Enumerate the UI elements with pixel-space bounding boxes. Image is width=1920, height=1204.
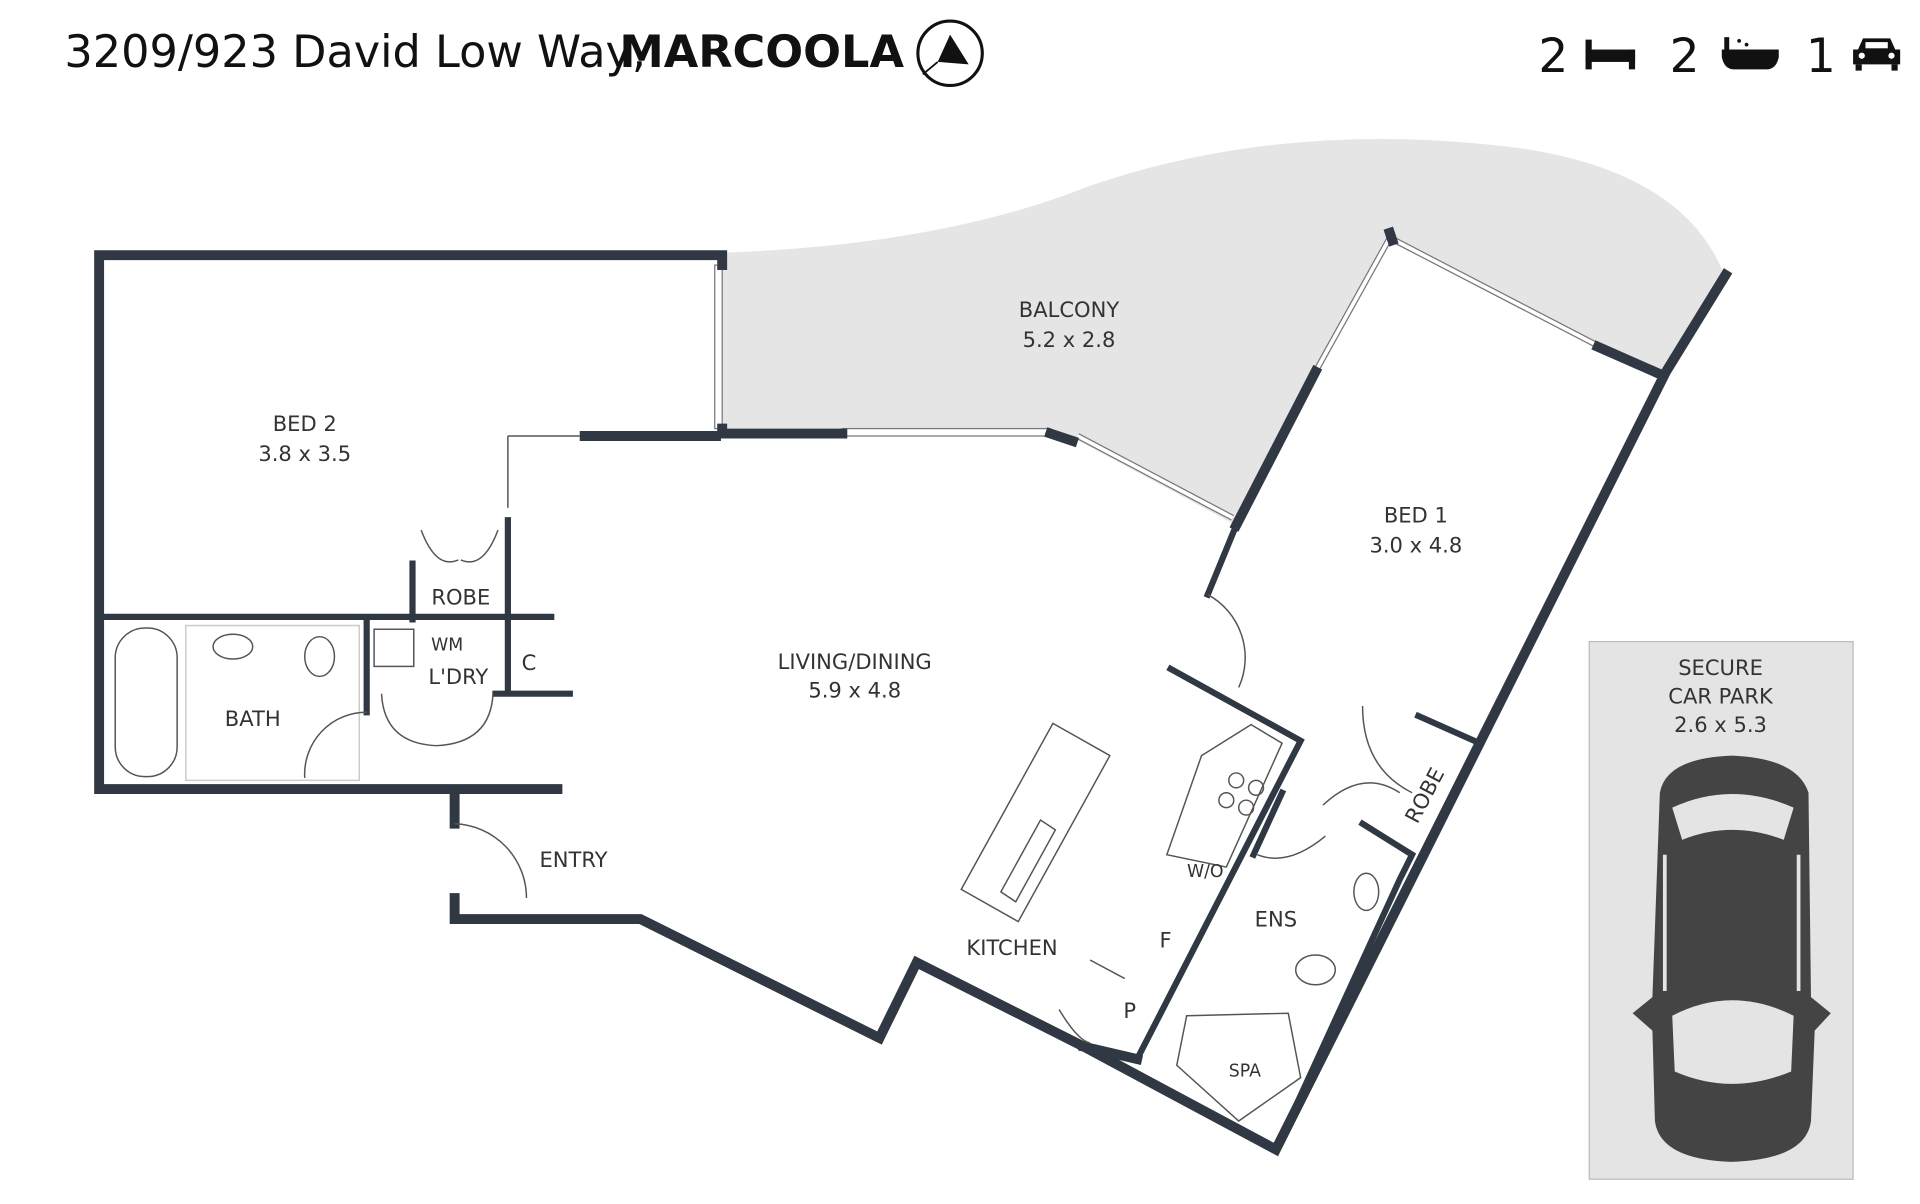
car-icon-large: [1632, 755, 1831, 1162]
carpark-label-2: CAR PARK: [1668, 684, 1774, 709]
bed2-label: BED 2: [273, 411, 337, 436]
wm-label: WM: [431, 635, 463, 655]
carpark-size: 2.6 x 5.3: [1674, 712, 1767, 737]
living-size: 5.9 x 4.8: [808, 677, 901, 702]
suburb-text: MARCOOLA: [619, 26, 904, 78]
balcony-label: BALCONY: [1019, 297, 1120, 322]
windows: [714, 236, 1597, 521]
pantry-label: P: [1123, 998, 1136, 1023]
wo-label: W/O: [1187, 862, 1224, 882]
laundry-label: L'DRY: [428, 664, 488, 689]
kitchen-island: [960, 722, 1111, 923]
entry-label: ENTRY: [540, 847, 608, 872]
living-label: LIVING/DINING: [778, 649, 932, 674]
bath-label: BATH: [225, 706, 281, 731]
bed1-size: 3.0 x 4.8: [1369, 532, 1462, 557]
baths-count: 2: [1670, 29, 1700, 84]
cars-count: 1: [1806, 29, 1836, 84]
bed1-label: BED 1: [1384, 503, 1448, 528]
fridge-label: F: [1160, 928, 1172, 953]
address-text: 3209/923 David Low Way,: [64, 26, 646, 78]
header: 3209/923 David Low Way, MARCOOLA 2 2 1: [64, 19, 1901, 88]
bed2-size: 3.8 x 3.5: [258, 441, 351, 466]
carpark-label-1: SECURE: [1678, 655, 1763, 680]
bed-icon: [1585, 39, 1636, 70]
fixtures: [114, 435, 1413, 1122]
room-labels: BED 2 3.8 x 3.5 BALCONY 5.2 x 2.8 BED 1 …: [225, 297, 1462, 1081]
north-arrow-icon: [916, 19, 984, 88]
robe-left-label: ROBE: [431, 584, 490, 609]
kitchen-label: KITCHEN: [966, 935, 1057, 960]
balcony-size: 5.2 x 2.8: [1023, 327, 1116, 352]
cupboard-label: C: [522, 650, 537, 675]
car-icon: [1853, 38, 1901, 71]
car-park: SECURE CAR PARK 2.6 x 5.3: [1588, 641, 1854, 1180]
bathtub-icon: [1721, 37, 1779, 70]
spa-label: SPA: [1229, 1061, 1261, 1081]
ensuite-label: ENS: [1255, 907, 1297, 932]
walls: [94, 226, 1733, 1157]
bathtub: [114, 627, 178, 778]
beds-count: 2: [1538, 29, 1568, 84]
